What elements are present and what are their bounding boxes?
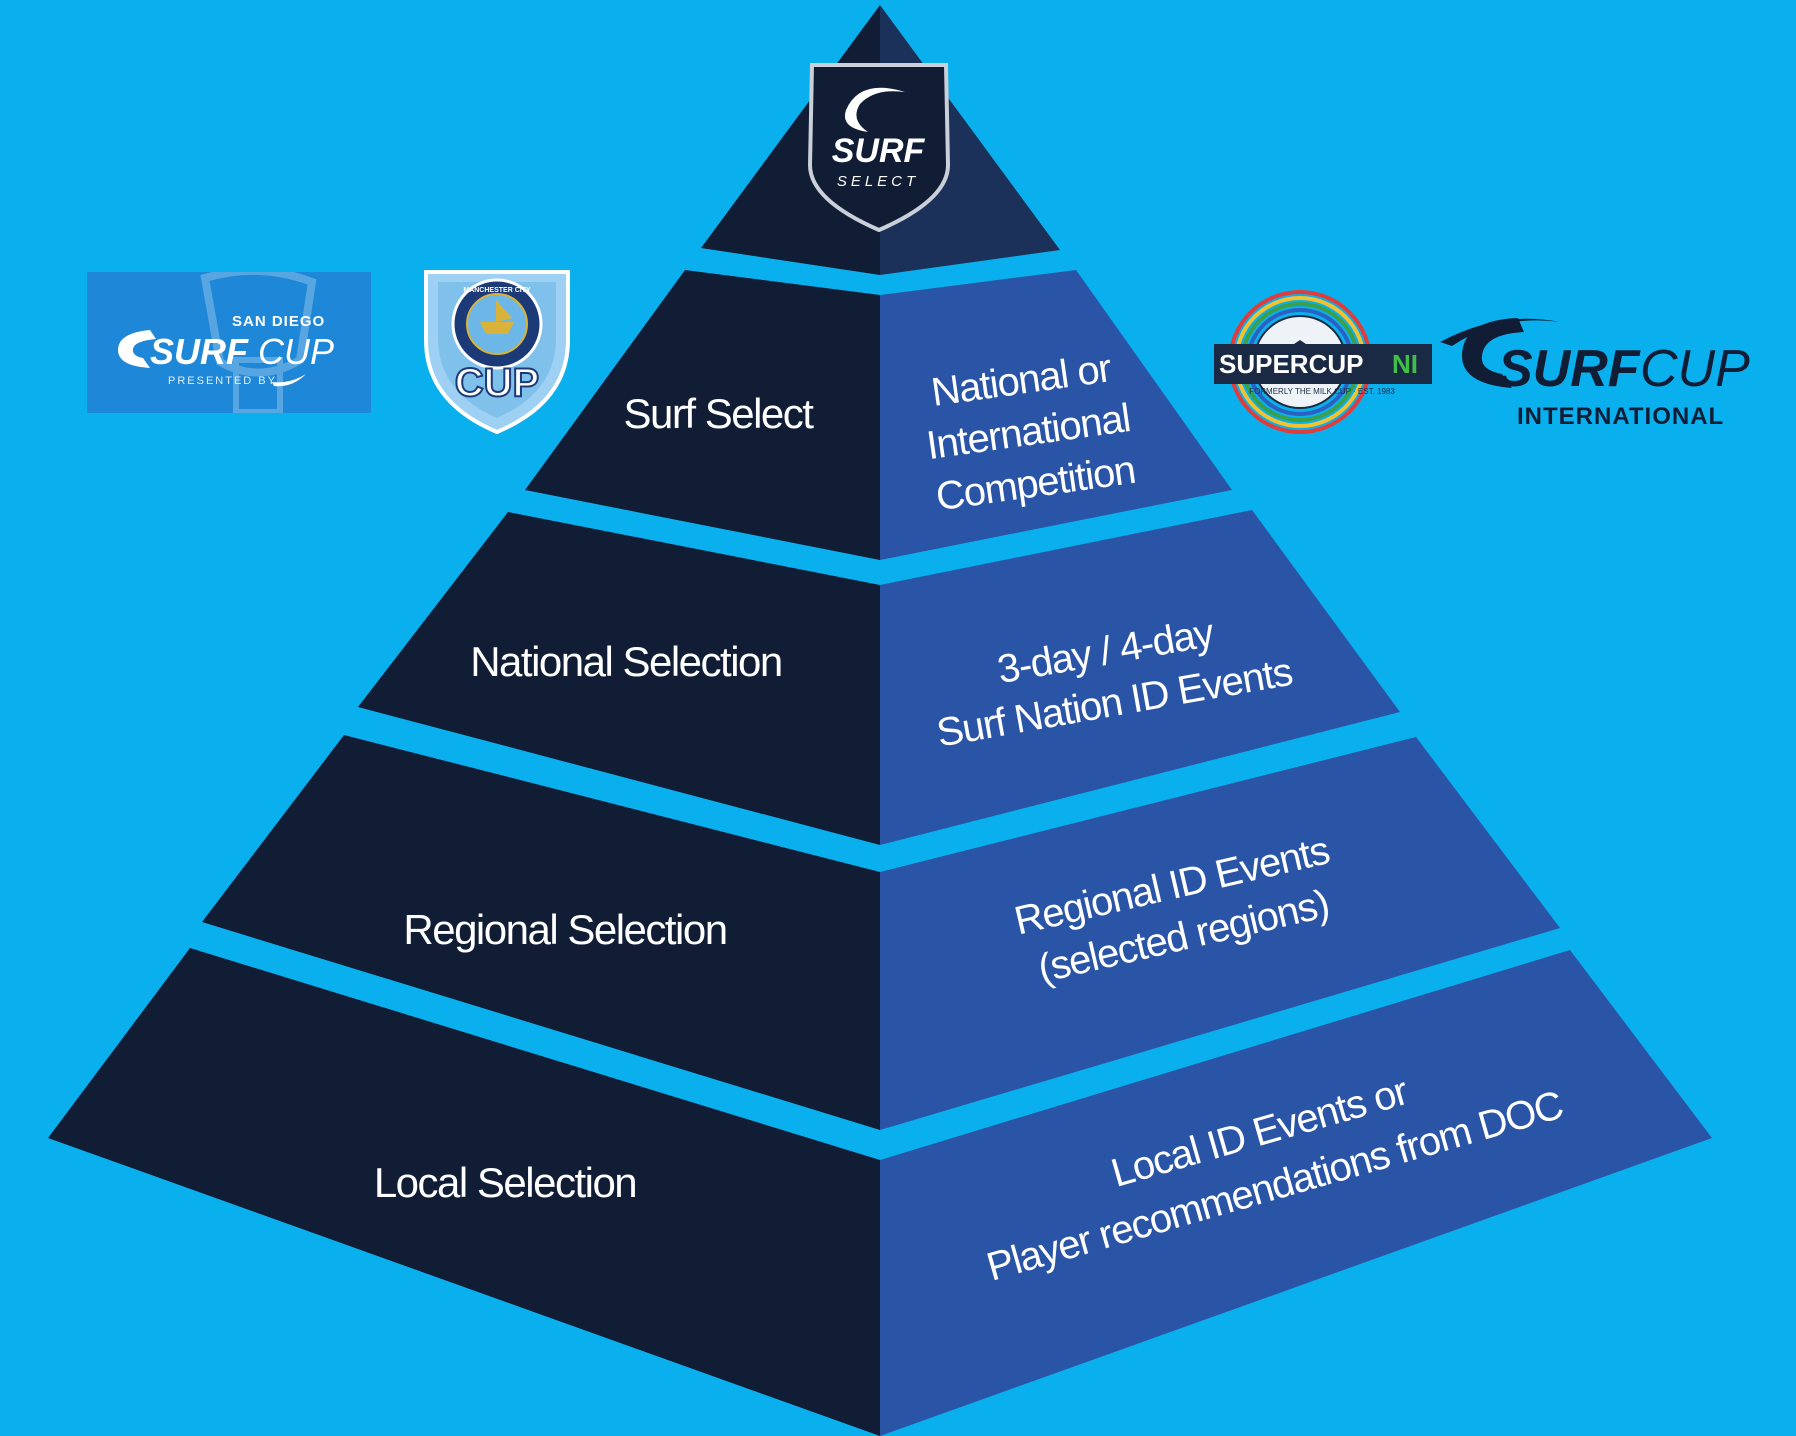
surf-select-logo-line2: SELECT bbox=[837, 173, 919, 190]
tier2-left-label: National Selection bbox=[470, 638, 782, 685]
surf-select-logo-line1: SURF bbox=[832, 132, 926, 170]
supercup-banner bbox=[1214, 344, 1432, 384]
surf-intl-logo-main2: CUP bbox=[1640, 340, 1750, 398]
wave-swoosh-icon bbox=[844, 87, 905, 132]
swoosh-icon bbox=[272, 374, 306, 387]
man-city-cup-word: CUP bbox=[455, 361, 539, 405]
supercup-logo-suffix: NI bbox=[1392, 349, 1418, 379]
tier2-left-face bbox=[358, 512, 880, 845]
san-diego-surf-cup-logo: SAN DIEGO SURF CUP PRESENTED BY bbox=[87, 272, 371, 413]
supercup-logo-sub: FORMERLY THE MILK CUP · EST. 1983 bbox=[1249, 387, 1395, 396]
san-diego-logo-top: SAN DIEGO bbox=[232, 313, 325, 330]
shield-icon bbox=[807, 63, 951, 233]
tier3-left-face bbox=[202, 735, 880, 1130]
san-diego-logo-main1: SURF bbox=[150, 331, 249, 372]
wave-c-dark-icon bbox=[1462, 318, 1524, 388]
san-diego-logo-sub: PRESENTED BY bbox=[168, 375, 277, 387]
san-diego-logo-main2: CUP bbox=[258, 331, 334, 372]
tier1-left-face bbox=[525, 270, 880, 560]
pyramid bbox=[48, 5, 1712, 1436]
tier1-left-label: Surf Select bbox=[624, 390, 815, 437]
tier4-right-face bbox=[880, 950, 1712, 1436]
supercup-logo-main: SUPERCUP bbox=[1219, 349, 1363, 379]
surf-intl-logo-main1: SURF bbox=[1498, 340, 1641, 398]
surf-intl-logo-sub: INTERNATIONAL bbox=[1517, 403, 1724, 430]
supercup-ni-logo: SUPERCUP NI FORMERLY THE MILK CUP · EST.… bbox=[1214, 290, 1432, 434]
tier2-right-face bbox=[880, 510, 1400, 845]
ship-icon bbox=[480, 300, 514, 334]
tier4-left-label: Local Selection bbox=[374, 1159, 636, 1206]
surf-cup-international-logo: SURF CUP INTERNATIONAL bbox=[1440, 318, 1750, 430]
tier3-left-label: Regional Selection bbox=[403, 906, 726, 953]
tier4-left-face bbox=[48, 948, 880, 1436]
tier3-right-face bbox=[880, 737, 1560, 1130]
tier1-right-face bbox=[880, 270, 1232, 560]
man-city-ring-text: MANCHESTER CITY bbox=[463, 287, 531, 294]
tier1-right-label: National or International Competition bbox=[924, 346, 1138, 519]
manchester-city-cup-logo: MANCHESTER CITY CUP bbox=[424, 270, 570, 435]
surf-select-logo: SURF SELECT bbox=[807, 63, 951, 233]
wave-c-icon bbox=[118, 330, 156, 368]
